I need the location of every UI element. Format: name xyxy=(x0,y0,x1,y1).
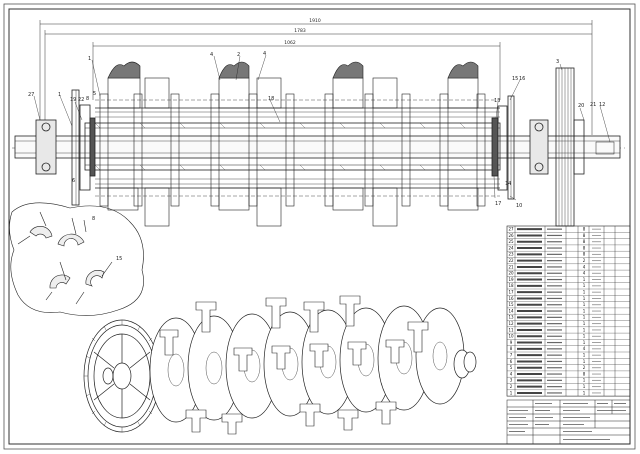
bom-qty: 4 xyxy=(583,264,586,269)
balloon-label-left-1: 1 xyxy=(58,92,61,98)
bom-qty: 1 xyxy=(583,353,586,358)
title-block xyxy=(506,399,631,445)
bom-item-number: 17 xyxy=(508,290,514,295)
balloon-label-right-21: 21 xyxy=(590,102,596,108)
bom-item-number: 14 xyxy=(508,308,514,313)
balloon-label-left-6: 6 xyxy=(72,178,75,184)
bom-item-number: 4 xyxy=(510,371,513,376)
dimension-upper-text: 1783 xyxy=(294,28,306,34)
bom-item-number: 7 xyxy=(510,353,513,358)
bom-qty: 8 xyxy=(583,371,586,376)
bom-qty: 1 xyxy=(583,384,586,389)
section-view xyxy=(12,61,625,227)
bom-item-number: 18 xyxy=(508,283,514,288)
bom-item-number: 8 xyxy=(510,346,513,351)
balloon-label-right-13: 13 xyxy=(494,98,500,104)
bom-item-number: 25 xyxy=(508,239,514,244)
bom-item-number: 23 xyxy=(508,252,514,257)
balloon-label-top-2: 2 xyxy=(237,52,240,58)
balloon-label-left-19: 19 xyxy=(70,97,76,103)
detail-label-8: 8 xyxy=(92,216,95,222)
bom-item-number: 6 xyxy=(510,359,513,364)
bom-qty: 1 xyxy=(583,378,586,383)
bom-qty: 8 xyxy=(583,252,586,257)
balloon-label-middle-18: 18 xyxy=(268,96,274,102)
balloon-label-top-4a: 4 xyxy=(210,52,213,58)
balloon-label-right-16: 16 xyxy=(519,76,525,82)
bom-qty: 1 xyxy=(583,315,586,320)
bom-item-number: 15 xyxy=(508,302,514,307)
balloon-label-bottom-10: 10 xyxy=(516,203,522,209)
balloon-label-bottom-17: 17 xyxy=(495,201,501,207)
bom-item-number: 3 xyxy=(510,378,513,383)
bom-qty: 4 xyxy=(583,346,586,351)
bom-item-number: 24 xyxy=(508,245,514,250)
dimension-inner-text: 1062 xyxy=(284,40,296,46)
bom-item-number: 26 xyxy=(508,233,514,238)
bom-qty: 2 xyxy=(583,258,586,263)
bom-item-number: 2 xyxy=(510,384,513,389)
part-balloons xyxy=(33,54,611,201)
bom-item-number: 16 xyxy=(508,296,514,301)
bom-item-number: 11 xyxy=(508,327,514,332)
bom-qty: 1 xyxy=(583,308,586,313)
bom-qty: 1 xyxy=(583,296,586,301)
bom-item-number: 12 xyxy=(508,321,514,326)
bom-qty: 8 xyxy=(583,239,586,244)
isometric-view xyxy=(83,295,477,435)
bom-item-number: 13 xyxy=(508,315,514,320)
bom-item-number: 21 xyxy=(508,264,514,269)
bom-item-number: 9 xyxy=(510,340,513,345)
bom-qty: 1 xyxy=(583,302,586,307)
balloon-label-top-1: 1 xyxy=(88,56,91,62)
bom-qty: 1 xyxy=(583,327,586,332)
balloon-label-bottom-14: 14 xyxy=(505,181,511,187)
balloon-label-right-12: 12 xyxy=(599,102,605,108)
balloon-labels: 1 4 2 4 5 27 1 19 22 8 6 13 15 16 3 20 2… xyxy=(28,51,605,209)
bom-item-number: 22 xyxy=(508,258,514,263)
bom-qty: 4 xyxy=(583,271,586,276)
balloon-label-right-15: 15 xyxy=(512,76,518,82)
balloon-label-left-22: 22 xyxy=(78,97,84,103)
sheet-border xyxy=(3,3,636,450)
balloon-label-top-5: 5 xyxy=(93,91,96,97)
bom-qty: 1 xyxy=(583,283,586,288)
bom-qty: 8 xyxy=(583,245,586,250)
bom-qty: 2 xyxy=(583,365,586,370)
detail-label-15: 15 xyxy=(116,256,122,262)
balloon-label-right-20: 20 xyxy=(578,103,584,109)
bom-item-number: 10 xyxy=(508,334,514,339)
bom-qty: 8 xyxy=(583,227,586,232)
balloon-label-left-8: 8 xyxy=(86,96,89,102)
bom-qty: 1 xyxy=(583,359,586,364)
bom-item-number: 1 xyxy=(510,390,513,395)
balloon-label-left-27: 27 xyxy=(28,92,34,98)
dimension-overall-text: 1910 xyxy=(309,18,321,24)
bom-qty: 1 xyxy=(583,321,586,326)
bom-qty: 8 xyxy=(583,233,586,238)
bom-qty: 1 xyxy=(583,277,586,282)
bom-qty: 1 xyxy=(583,340,586,345)
bom-item-number: 20 xyxy=(508,271,514,276)
bom-item-number: 27 xyxy=(508,227,514,232)
bom-qty: 1 xyxy=(583,290,586,295)
bom-qty: 1 xyxy=(583,334,586,339)
detail-view-bubble xyxy=(9,202,144,316)
bom-item-number: 19 xyxy=(508,277,514,282)
bom-qty: 1 xyxy=(583,390,586,395)
dimension-lines xyxy=(39,20,593,135)
balloon-label-right-3: 3 xyxy=(556,59,559,65)
balloon-label-top-4b: 4 xyxy=(263,51,266,57)
bom-item-number: 5 xyxy=(510,365,513,370)
